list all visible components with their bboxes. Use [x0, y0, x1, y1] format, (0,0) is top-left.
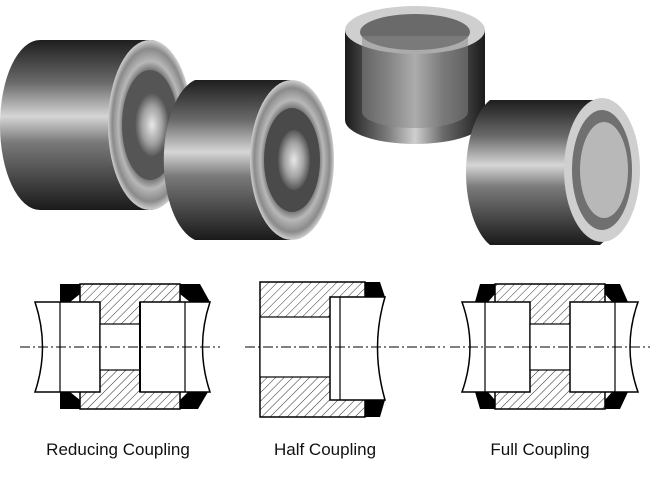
full-coupling-caption: Full Coupling: [490, 440, 590, 459]
full-coupling-photo-2: [466, 98, 640, 245]
half-coupling-section: [245, 281, 445, 418]
reducing-coupling-photo-2: [163, 80, 334, 240]
full-coupling-section: [450, 283, 650, 410]
reducing-coupling-photo: [0, 40, 192, 210]
half-coupling-caption: Half Coupling: [273, 440, 377, 459]
reducing-coupling-caption: Reducing Coupling: [46, 440, 190, 459]
full-coupling-photo: [345, 6, 485, 144]
coupling-photos: [0, 6, 640, 245]
reducing-coupling-section: [20, 283, 220, 410]
